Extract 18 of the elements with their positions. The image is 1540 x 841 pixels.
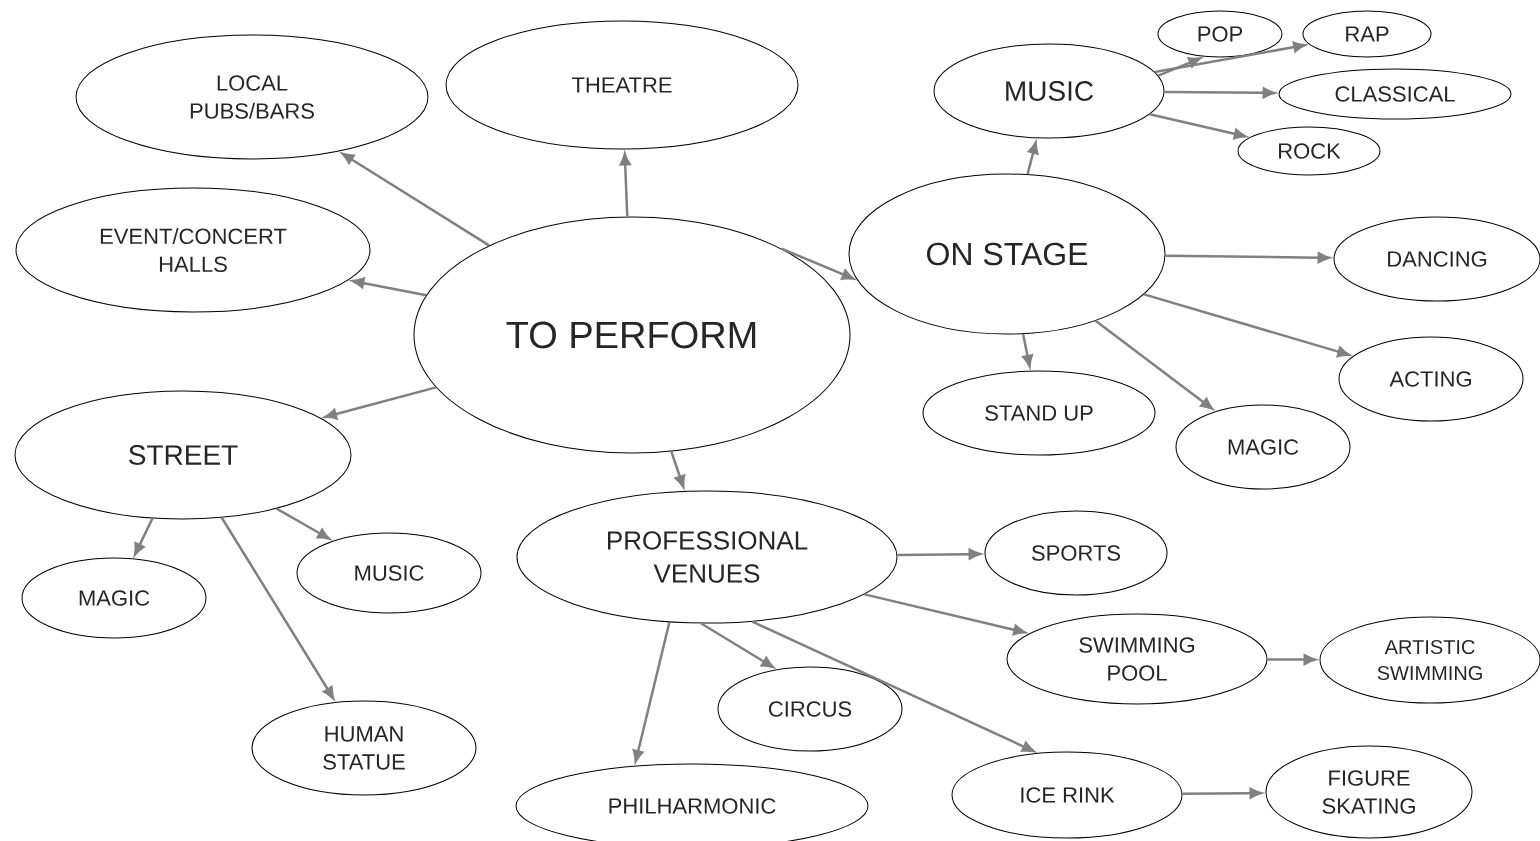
arrow xyxy=(781,247,855,280)
arrow xyxy=(700,622,774,669)
arrow xyxy=(1021,333,1033,368)
arrow xyxy=(1143,293,1350,358)
arrow xyxy=(1094,319,1214,410)
arrow xyxy=(1149,113,1247,140)
arrow xyxy=(632,621,671,763)
arrow xyxy=(220,517,335,700)
arrow xyxy=(1182,787,1262,799)
arrow xyxy=(864,593,1026,636)
arrow xyxy=(341,152,490,247)
arrow xyxy=(1026,141,1039,175)
arrow xyxy=(1164,87,1276,99)
arrow xyxy=(133,517,154,556)
arrow xyxy=(324,386,437,420)
arrow xyxy=(751,620,1035,753)
arrow xyxy=(897,548,981,560)
arrow xyxy=(1165,252,1331,264)
